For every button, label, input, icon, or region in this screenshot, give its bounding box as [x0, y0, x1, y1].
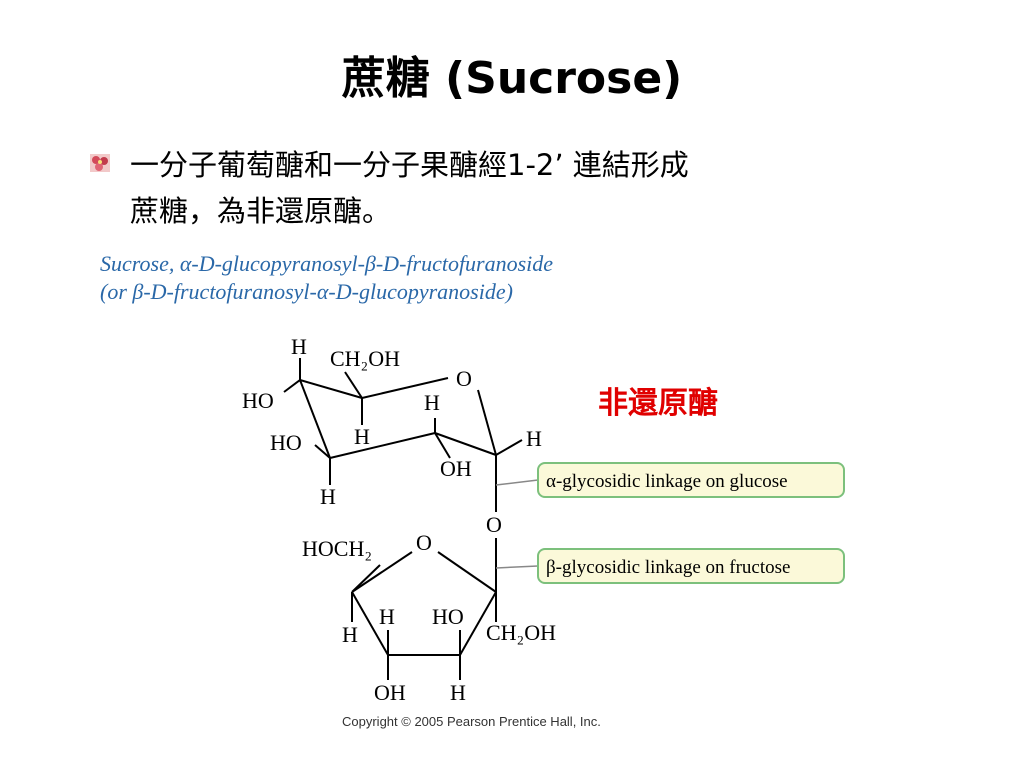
- glc-ho-1: HO: [242, 388, 274, 413]
- glc-ho-2: HO: [270, 430, 302, 455]
- glc-h-top: H: [291, 334, 307, 359]
- glc-h-mid: H: [424, 390, 440, 415]
- fru-ring-o: O: [416, 530, 432, 555]
- bullet-text: 一分子葡萄醣和一分子果醣經1-2’ 連結形成 蔗糖，為非還原醣。: [130, 142, 930, 234]
- glc-ring-o: O: [456, 366, 472, 391]
- glc-h-bottom: H: [320, 484, 336, 509]
- beta-callout: β-glycosidic linkage on fructose: [537, 548, 845, 584]
- alpha-callout: α-glycosidic linkage on glucose: [537, 462, 845, 498]
- bullet-line-1: 一分子葡萄醣和一分子果醣經1-2’ 連結形成: [130, 148, 689, 182]
- glc-h-right: H: [526, 426, 542, 451]
- iupac-name-line-2: (or β-D-fructofuranosyl-α-D-glucopyranos…: [100, 279, 513, 304]
- alpha-callout-text: α-glycosidic linkage on glucose: [546, 471, 788, 492]
- fru-h-bottom: H: [450, 680, 466, 705]
- flower-bullet-icon: [90, 154, 110, 172]
- beta-callout-box: [537, 548, 845, 584]
- slide-title: 蔗糖 (Sucrose): [341, 53, 683, 104]
- glc-h-inner: H: [354, 424, 370, 449]
- alpha-callout-box: [537, 462, 845, 498]
- fru-h-inner: H: [379, 604, 395, 629]
- beta-callout-text: β-glycosidic linkage on fructose: [546, 557, 790, 578]
- glc-ch2oh: CH₂OH: [330, 346, 400, 371]
- iupac-name: Sucrose, α-D-glucopyranosyl-β-D-fructofu…: [100, 250, 553, 306]
- fru-ch2oh: CH₂OH: [486, 620, 556, 645]
- atom-labels: H CH₂OH O HO H H H HO OH H O HOCH₂ O H H…: [242, 334, 556, 705]
- glc-oh: OH: [440, 456, 472, 481]
- bridge-o: O: [486, 512, 502, 537]
- bullet-line-2: 蔗糖，為非還原醣。: [130, 194, 392, 228]
- bond-lines: [283, 358, 539, 680]
- fru-hoch2: HOCH₂: [302, 536, 372, 561]
- non-reducing-label: 非還原醣: [598, 386, 718, 421]
- iupac-name-line-1: Sucrose, α-D-glucopyranosyl-β-D-fructofu…: [100, 251, 554, 276]
- copyright-notice: Copyright © 2005 Pearson Prentice Hall, …: [342, 714, 601, 729]
- fru-h-left: H: [342, 622, 358, 647]
- fru-oh: OH: [374, 680, 406, 705]
- fru-ho: HO: [432, 604, 464, 629]
